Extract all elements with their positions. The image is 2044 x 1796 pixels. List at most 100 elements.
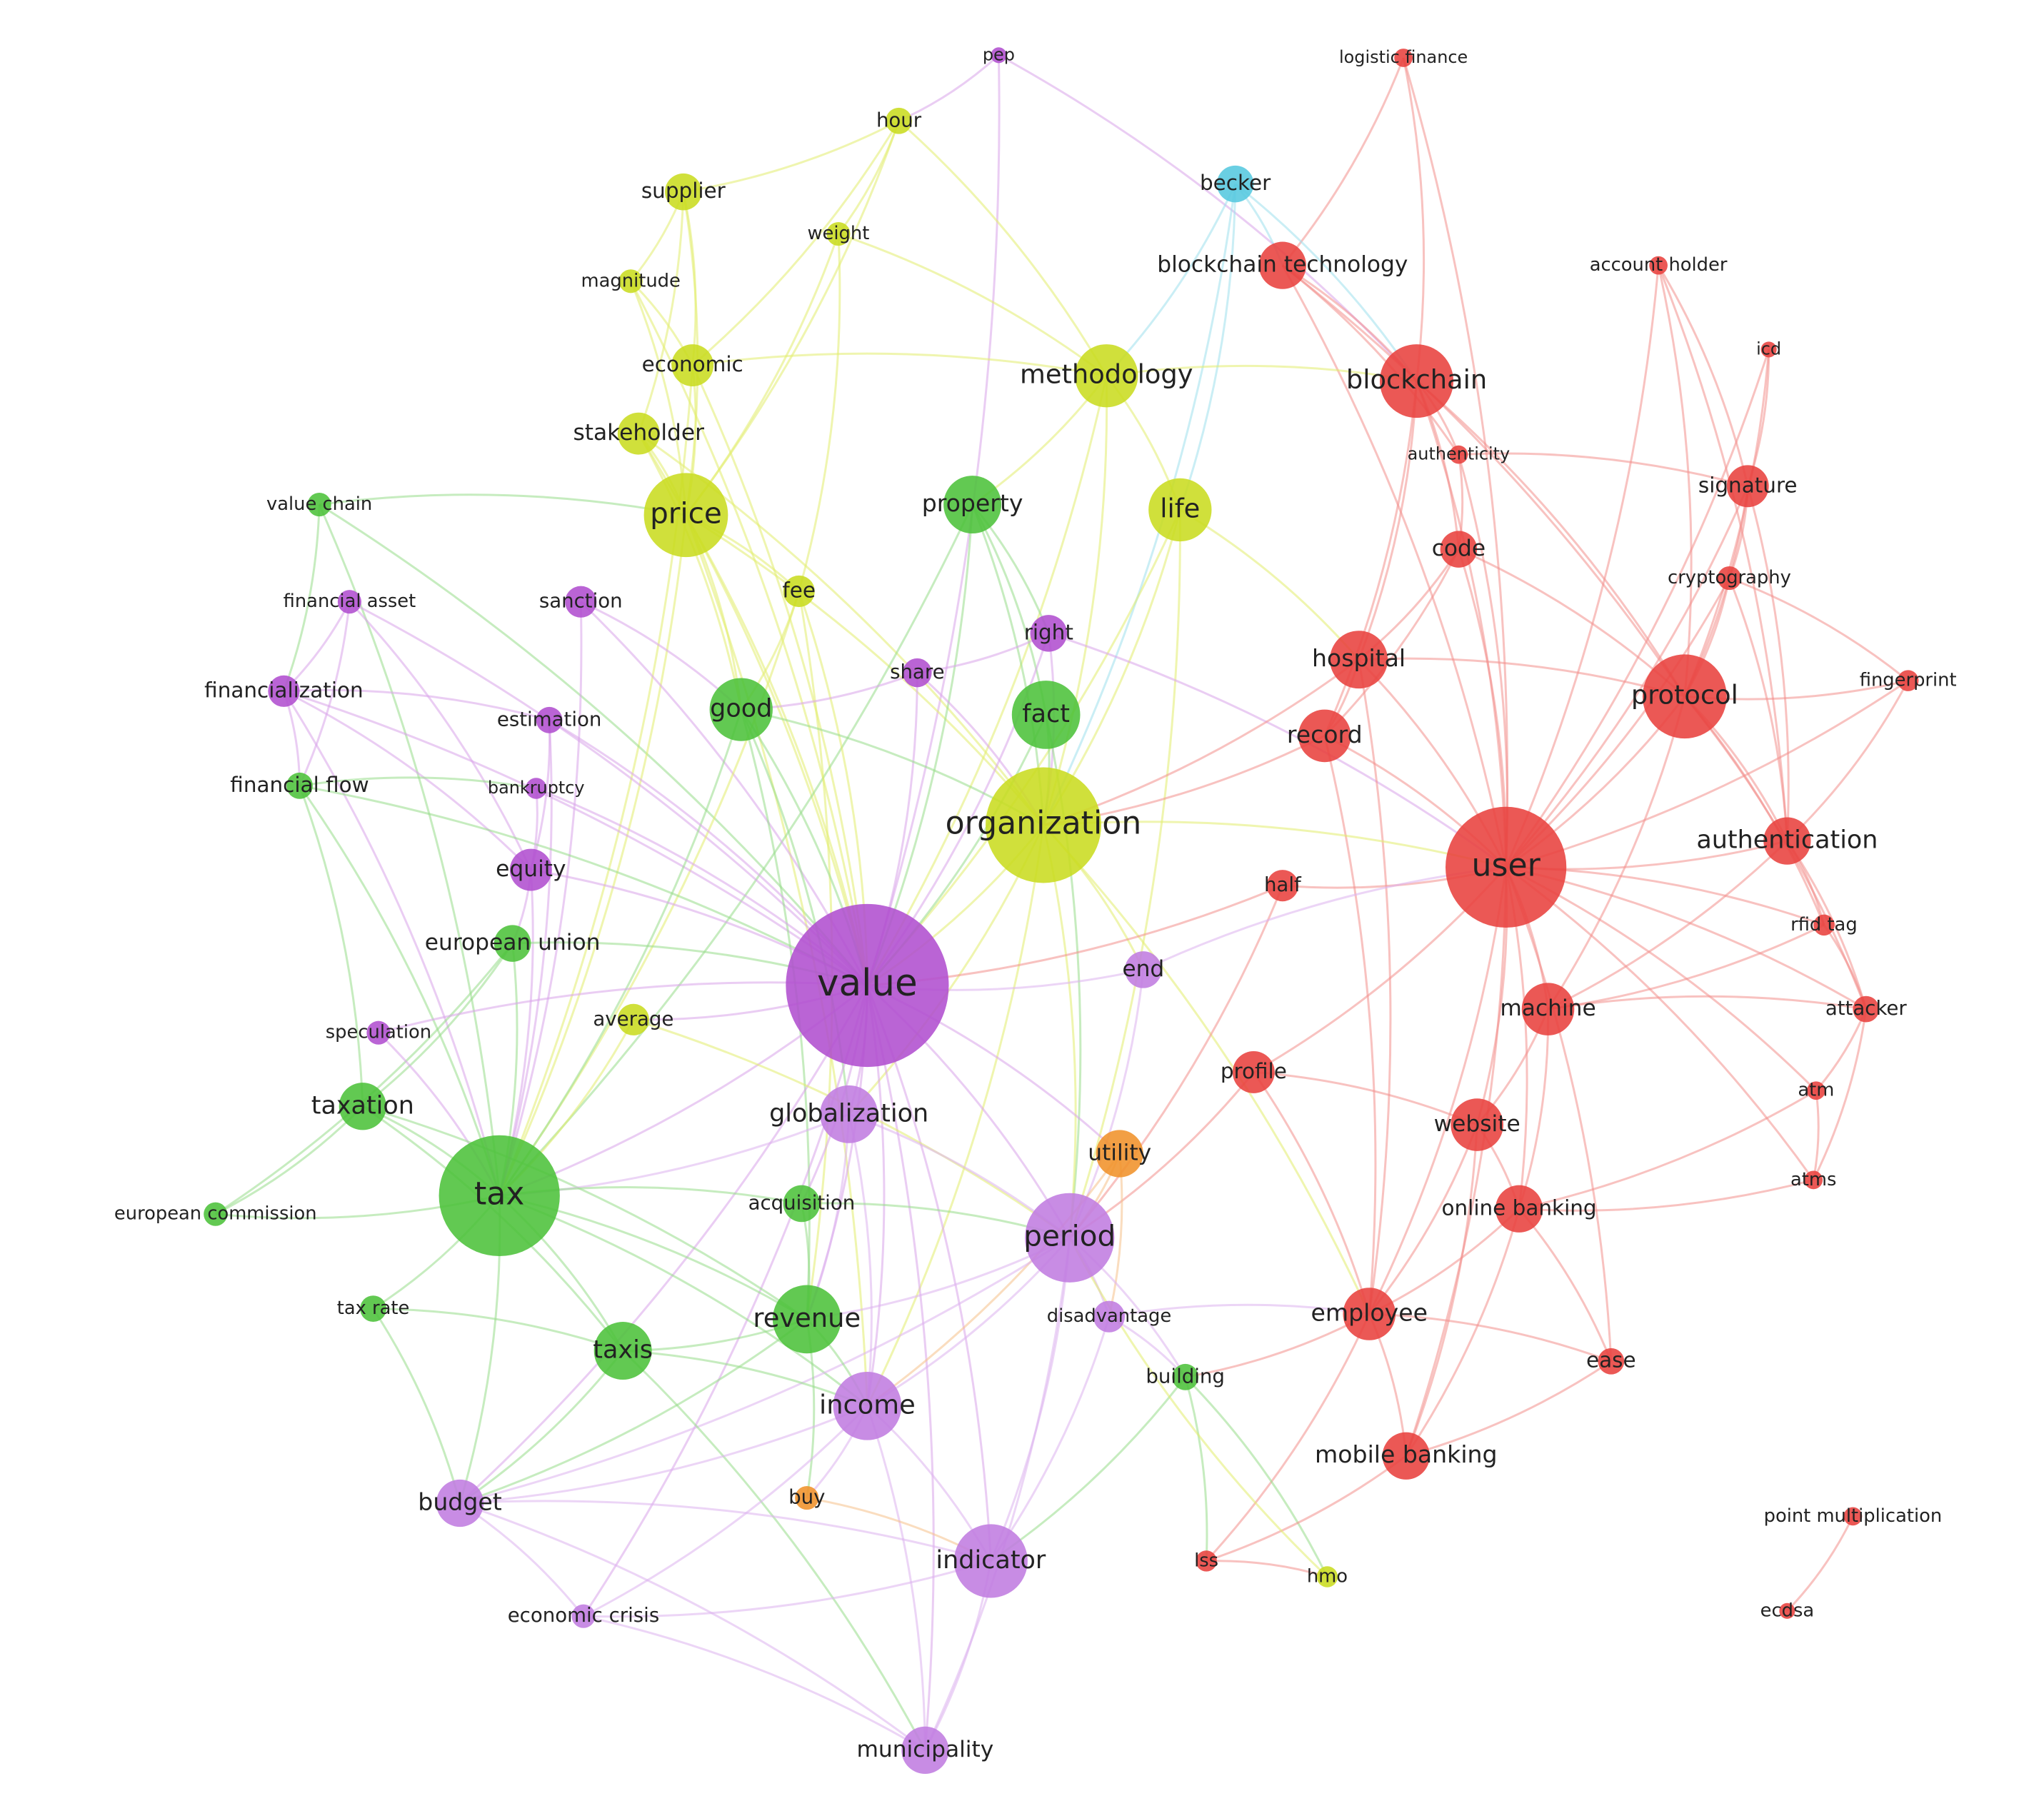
node-logistic-finance[interactable] [1394, 49, 1413, 67]
node-profile[interactable] [1232, 1051, 1275, 1093]
node-mobile-banking[interactable] [1382, 1432, 1430, 1480]
node-european-commission[interactable] [204, 1202, 228, 1226]
node-price[interactable] [643, 473, 728, 558]
link-fingerprint-user [1506, 679, 1909, 868]
link-utility-income [866, 1153, 1121, 1408]
node-tax-rate[interactable] [360, 1295, 386, 1323]
label-pep: pep [983, 44, 1015, 64]
label-hospital: hospital [1312, 644, 1406, 672]
node-signature[interactable] [1726, 465, 1769, 508]
node-employee[interactable] [1343, 1288, 1396, 1340]
node-supplier[interactable] [665, 173, 702, 211]
node-period[interactable] [1025, 1193, 1115, 1283]
node-fingerprint[interactable] [1897, 670, 1919, 691]
node-utility[interactable] [1096, 1130, 1143, 1178]
node-organization[interactable] [986, 767, 1101, 883]
link-icd-user [1505, 348, 1770, 868]
node-magnitude[interactable] [618, 269, 643, 294]
label-machine: machine [1500, 995, 1595, 1021]
node-taxation[interactable] [339, 1083, 386, 1130]
node-right[interactable] [1030, 615, 1068, 652]
node-life[interactable] [1148, 478, 1212, 542]
node-hospital[interactable] [1330, 631, 1388, 689]
node-icd[interactable] [1760, 341, 1777, 358]
node-ecdsa[interactable] [1779, 1602, 1795, 1619]
node-blockchain[interactable] [1380, 344, 1454, 418]
node-record[interactable] [1298, 709, 1351, 763]
link-value-chain-price [319, 493, 686, 516]
link-sanction-tax [498, 601, 583, 1196]
node-building[interactable] [1172, 1363, 1199, 1390]
node-hour[interactable] [886, 107, 912, 134]
node-lss[interactable] [1196, 1550, 1217, 1572]
node-stakeholder[interactable] [617, 412, 660, 455]
node-ease[interactable] [1598, 1348, 1625, 1375]
node-taxis[interactable] [593, 1322, 652, 1380]
label-bankruptcy: bankruptcy [488, 778, 585, 798]
link-logistic-finance-blockchain-technology [1281, 57, 1405, 266]
node-atms[interactable] [1804, 1170, 1823, 1190]
link-protocol-machine [1547, 696, 1686, 1010]
node-average[interactable] [617, 1003, 649, 1035]
node-end[interactable] [1125, 951, 1162, 988]
link-user-mobile-banking [1405, 867, 1508, 1457]
node-point-multiplication[interactable] [1843, 1507, 1863, 1526]
node-machine[interactable] [1521, 983, 1575, 1035]
node-hmo[interactable] [1316, 1566, 1338, 1587]
node-blockchain-technology[interactable] [1258, 241, 1306, 289]
node-code[interactable] [1440, 531, 1478, 568]
node-becker[interactable] [1216, 165, 1254, 203]
node-attacker[interactable] [1853, 995, 1880, 1023]
node-acquisition[interactable] [783, 1185, 821, 1223]
node-economic[interactable] [671, 344, 714, 386]
node-fact[interactable] [1011, 681, 1081, 749]
node-atm[interactable] [1807, 1081, 1825, 1100]
node-income[interactable] [833, 1371, 902, 1440]
node-disadvantage[interactable] [1093, 1300, 1126, 1333]
node-weight[interactable] [826, 221, 851, 246]
node-budget[interactable] [436, 1479, 484, 1527]
node-financial-flow[interactable] [286, 772, 313, 799]
label-european-union: european union [425, 930, 601, 955]
node-equity[interactable] [509, 848, 552, 891]
label-financial-asset: financial asset [284, 591, 416, 612]
node-property[interactable] [943, 476, 1002, 534]
node-user[interactable] [1445, 806, 1567, 928]
node-half[interactable] [1266, 870, 1298, 902]
node-cryptography[interactable] [1717, 566, 1741, 591]
node-authentication[interactable] [1763, 817, 1811, 865]
node-municipality[interactable] [901, 1726, 949, 1774]
link-life-hospital [1179, 508, 1360, 661]
label-hmo: hmo [1307, 1566, 1348, 1587]
node-financial-asset[interactable] [337, 590, 361, 614]
node-value-chain[interactable] [307, 493, 331, 517]
node-protocol[interactable] [1643, 654, 1727, 739]
node-pep[interactable] [991, 47, 1007, 64]
node-fee[interactable] [783, 575, 815, 608]
node-online-banking[interactable] [1495, 1185, 1543, 1233]
node-tax[interactable] [439, 1135, 560, 1257]
node-speculation[interactable] [366, 1020, 391, 1045]
node-good[interactable] [709, 678, 773, 741]
link-financial-asset-value [349, 601, 868, 987]
node-authenticity[interactable] [1449, 445, 1468, 464]
node-financialization[interactable] [268, 675, 300, 707]
node-share[interactable] [903, 658, 932, 688]
node-methodology[interactable] [1075, 344, 1138, 408]
node-bankruptcy[interactable] [526, 778, 547, 799]
node-account-holder[interactable] [1649, 256, 1668, 275]
node-indicator[interactable] [953, 1524, 1028, 1598]
node-buy[interactable] [795, 1486, 819, 1510]
node-estimation[interactable] [536, 706, 563, 733]
node-revenue[interactable] [772, 1285, 841, 1354]
node-value[interactable] [786, 903, 949, 1068]
label-user: user [1471, 847, 1540, 883]
label-fact: fact [1022, 700, 1070, 728]
node-european-union[interactable] [494, 925, 531, 962]
label-signature: signature [1698, 473, 1798, 497]
node-website[interactable] [1451, 1098, 1503, 1151]
node-economic-crisis[interactable] [571, 1604, 596, 1628]
node-rfid-tag[interactable] [1813, 914, 1835, 936]
node-globalization[interactable] [820, 1085, 878, 1143]
node-sanction[interactable] [565, 586, 597, 618]
